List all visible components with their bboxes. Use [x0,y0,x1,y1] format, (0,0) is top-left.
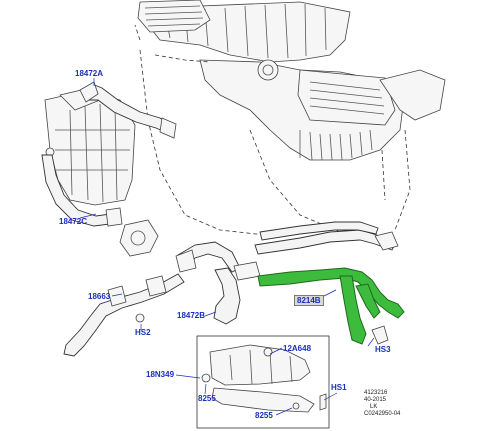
engine-block [44,87,136,206]
hvac-housing [137,0,446,161]
callout-18663[interactable]: 18663 [88,292,111,301]
highlighted-pipe-8214B [257,267,405,345]
callout-8255-lower[interactable]: 8255 [255,411,273,420]
hose-18663 [63,273,185,357]
callout-HS2[interactable]: HS2 [135,328,151,337]
callout-8255-upper[interactable]: 8255 [198,394,216,403]
callout-18N349[interactable]: 18N349 [146,370,175,379]
callout-12A648[interactable]: 12A648 [283,344,312,353]
callout-18472B[interactable]: 18472B [177,311,206,320]
callout-HS3[interactable]: HS3 [375,345,391,354]
reference-line-2: 40-2015 [364,397,387,403]
callout-HS1[interactable]: HS1 [331,383,347,392]
reference-block: 4123216 40-2015 LK C0242950-04 [364,390,400,418]
reference-line-3: LK [370,404,378,410]
bracket-assembly-18N349 [196,335,330,429]
callout-18472A[interactable]: 18472A [75,69,104,78]
thermostat-housing [119,219,159,257]
hose-18472A [79,81,177,139]
hose-18472C [41,154,123,227]
callout-8214B-selected[interactable]: 8214B [294,295,324,306]
callout-18472C[interactable]: 18472C [59,217,88,226]
reference-line-1: 4123216 [364,390,388,396]
hose-18472B [175,241,261,325]
reference-line-4: C0242950-04 [364,411,401,417]
heater-core-pipes [254,221,399,255]
